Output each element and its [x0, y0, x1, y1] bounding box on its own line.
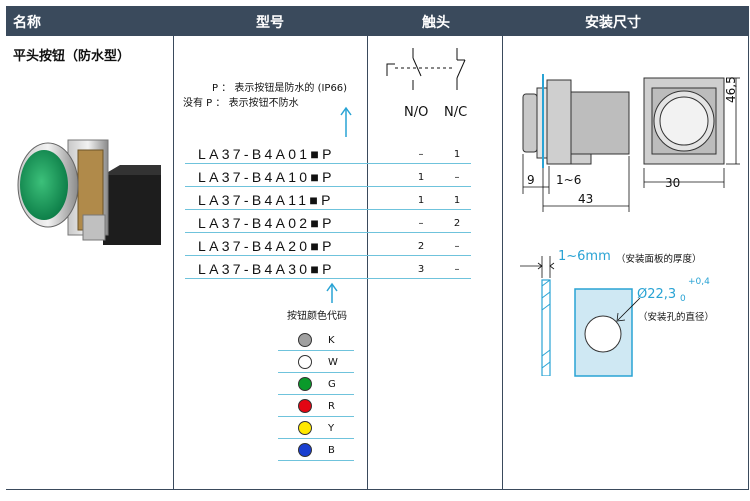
nc-count-1: 1 — [453, 149, 461, 160]
hole-note: （安装孔的直径） — [638, 312, 715, 323]
no-count-2: 1 — [417, 172, 425, 183]
color-swatch-b — [298, 443, 312, 457]
header-dims: 安装尺寸 — [585, 15, 641, 31]
no-count-4: – — [418, 218, 424, 229]
color-code-label: B — [328, 444, 335, 456]
dim-46-5: 46,5 — [724, 76, 738, 103]
header-name: 名称 — [13, 15, 41, 31]
no-count-3: 1 — [417, 195, 425, 206]
color-item: K — [298, 330, 335, 350]
dim-1-6: 1~6 — [556, 173, 582, 187]
color-item: B — [298, 440, 335, 460]
model-row-6: LA37-B4A30■P — [198, 261, 335, 277]
color-list-line — [278, 438, 354, 439]
color-list-line — [278, 372, 354, 373]
leader-arrow-icon — [616, 297, 641, 322]
color-item: R — [298, 396, 335, 416]
color-item: W — [298, 352, 338, 372]
side-view-drawing — [522, 74, 630, 212]
col-sep-1 — [173, 6, 174, 490]
no-count-5: 2 — [417, 241, 425, 252]
col-sep-3 — [502, 6, 503, 490]
color-code-label: K — [328, 334, 335, 346]
col-sep-2 — [367, 6, 368, 490]
model-row-3: LA37-B4A11■P — [198, 192, 334, 208]
row-line-4 — [185, 232, 471, 233]
up-arrow-icon — [326, 282, 338, 303]
color-swatch-g — [298, 377, 312, 391]
color-swatch-y — [298, 421, 312, 435]
color-list-line — [278, 416, 354, 417]
pushbutton-photo — [17, 139, 161, 245]
row-line-3 — [185, 209, 471, 210]
hole-tolerance-high: +0,4 — [688, 277, 710, 287]
model-row-5: LA37-B4A20■P — [198, 238, 335, 254]
note-p: P ： 表示按钮是防水的 (IP66) — [212, 83, 348, 94]
up-arrow-icon — [340, 106, 352, 137]
row-line-6 — [185, 278, 471, 279]
row-line-5 — [185, 255, 471, 256]
color-list-line — [278, 350, 354, 351]
note-no-p: 没有 P ： 表示按钮不防水 — [183, 98, 299, 109]
model-row-2: LA37-B4A10■P — [198, 169, 335, 185]
color-code-label: G — [328, 378, 336, 390]
color-list-line — [278, 460, 354, 461]
hole-tolerance-low: 0 — [680, 294, 686, 304]
color-item: Y — [298, 418, 334, 438]
color-list-line — [278, 394, 354, 395]
panel-hole-drawing — [574, 288, 633, 377]
color-item: G — [298, 374, 336, 394]
panel-thickness: 1~6mm — [558, 249, 611, 264]
color-code-title: 按钮颜色代码 — [287, 311, 347, 322]
contact-nc-label: N/C — [444, 105, 468, 120]
model-row-4: LA37-B4A02■P — [198, 215, 335, 231]
color-swatch-r — [298, 399, 312, 413]
contact-symbol-icon — [386, 48, 466, 90]
header-bar — [6, 6, 748, 36]
table-bottom-line — [6, 489, 749, 490]
dim-9: 9 — [527, 173, 535, 187]
panel-section-drawing — [520, 256, 555, 376]
row-line-2 — [185, 186, 471, 187]
nc-count-5: – — [454, 241, 460, 252]
color-code-label: Y — [328, 422, 335, 434]
header-model: 型号 — [256, 15, 284, 31]
header-contact: 触头 — [422, 15, 450, 31]
col-sep-4 — [748, 6, 749, 490]
row-line-1 — [185, 163, 471, 164]
color-swatch-k — [298, 333, 312, 347]
dim-30: 30 — [665, 176, 681, 190]
nc-count-4: 2 — [453, 218, 461, 229]
contact-no-label: N/O — [404, 105, 429, 120]
nc-count-6: – — [454, 264, 460, 275]
color-code-label: R — [328, 400, 335, 412]
dim-43: 43 — [578, 192, 594, 206]
panel-thickness-note: （安装面板的厚度） — [616, 254, 702, 265]
color-swatch-w — [298, 355, 312, 369]
front-view-drawing — [643, 77, 740, 188]
color-code-label: W — [328, 356, 338, 368]
nc-count-3: 1 — [453, 195, 461, 206]
nc-count-2: – — [454, 172, 460, 183]
no-count-1: – — [418, 149, 424, 160]
no-count-6: 3 — [417, 264, 425, 275]
hole-diameter: Ø22,3 — [637, 287, 677, 302]
model-row-1: LA37-B4A01■P — [198, 146, 335, 162]
product-name: 平头按钮（防水型） — [13, 49, 131, 64]
